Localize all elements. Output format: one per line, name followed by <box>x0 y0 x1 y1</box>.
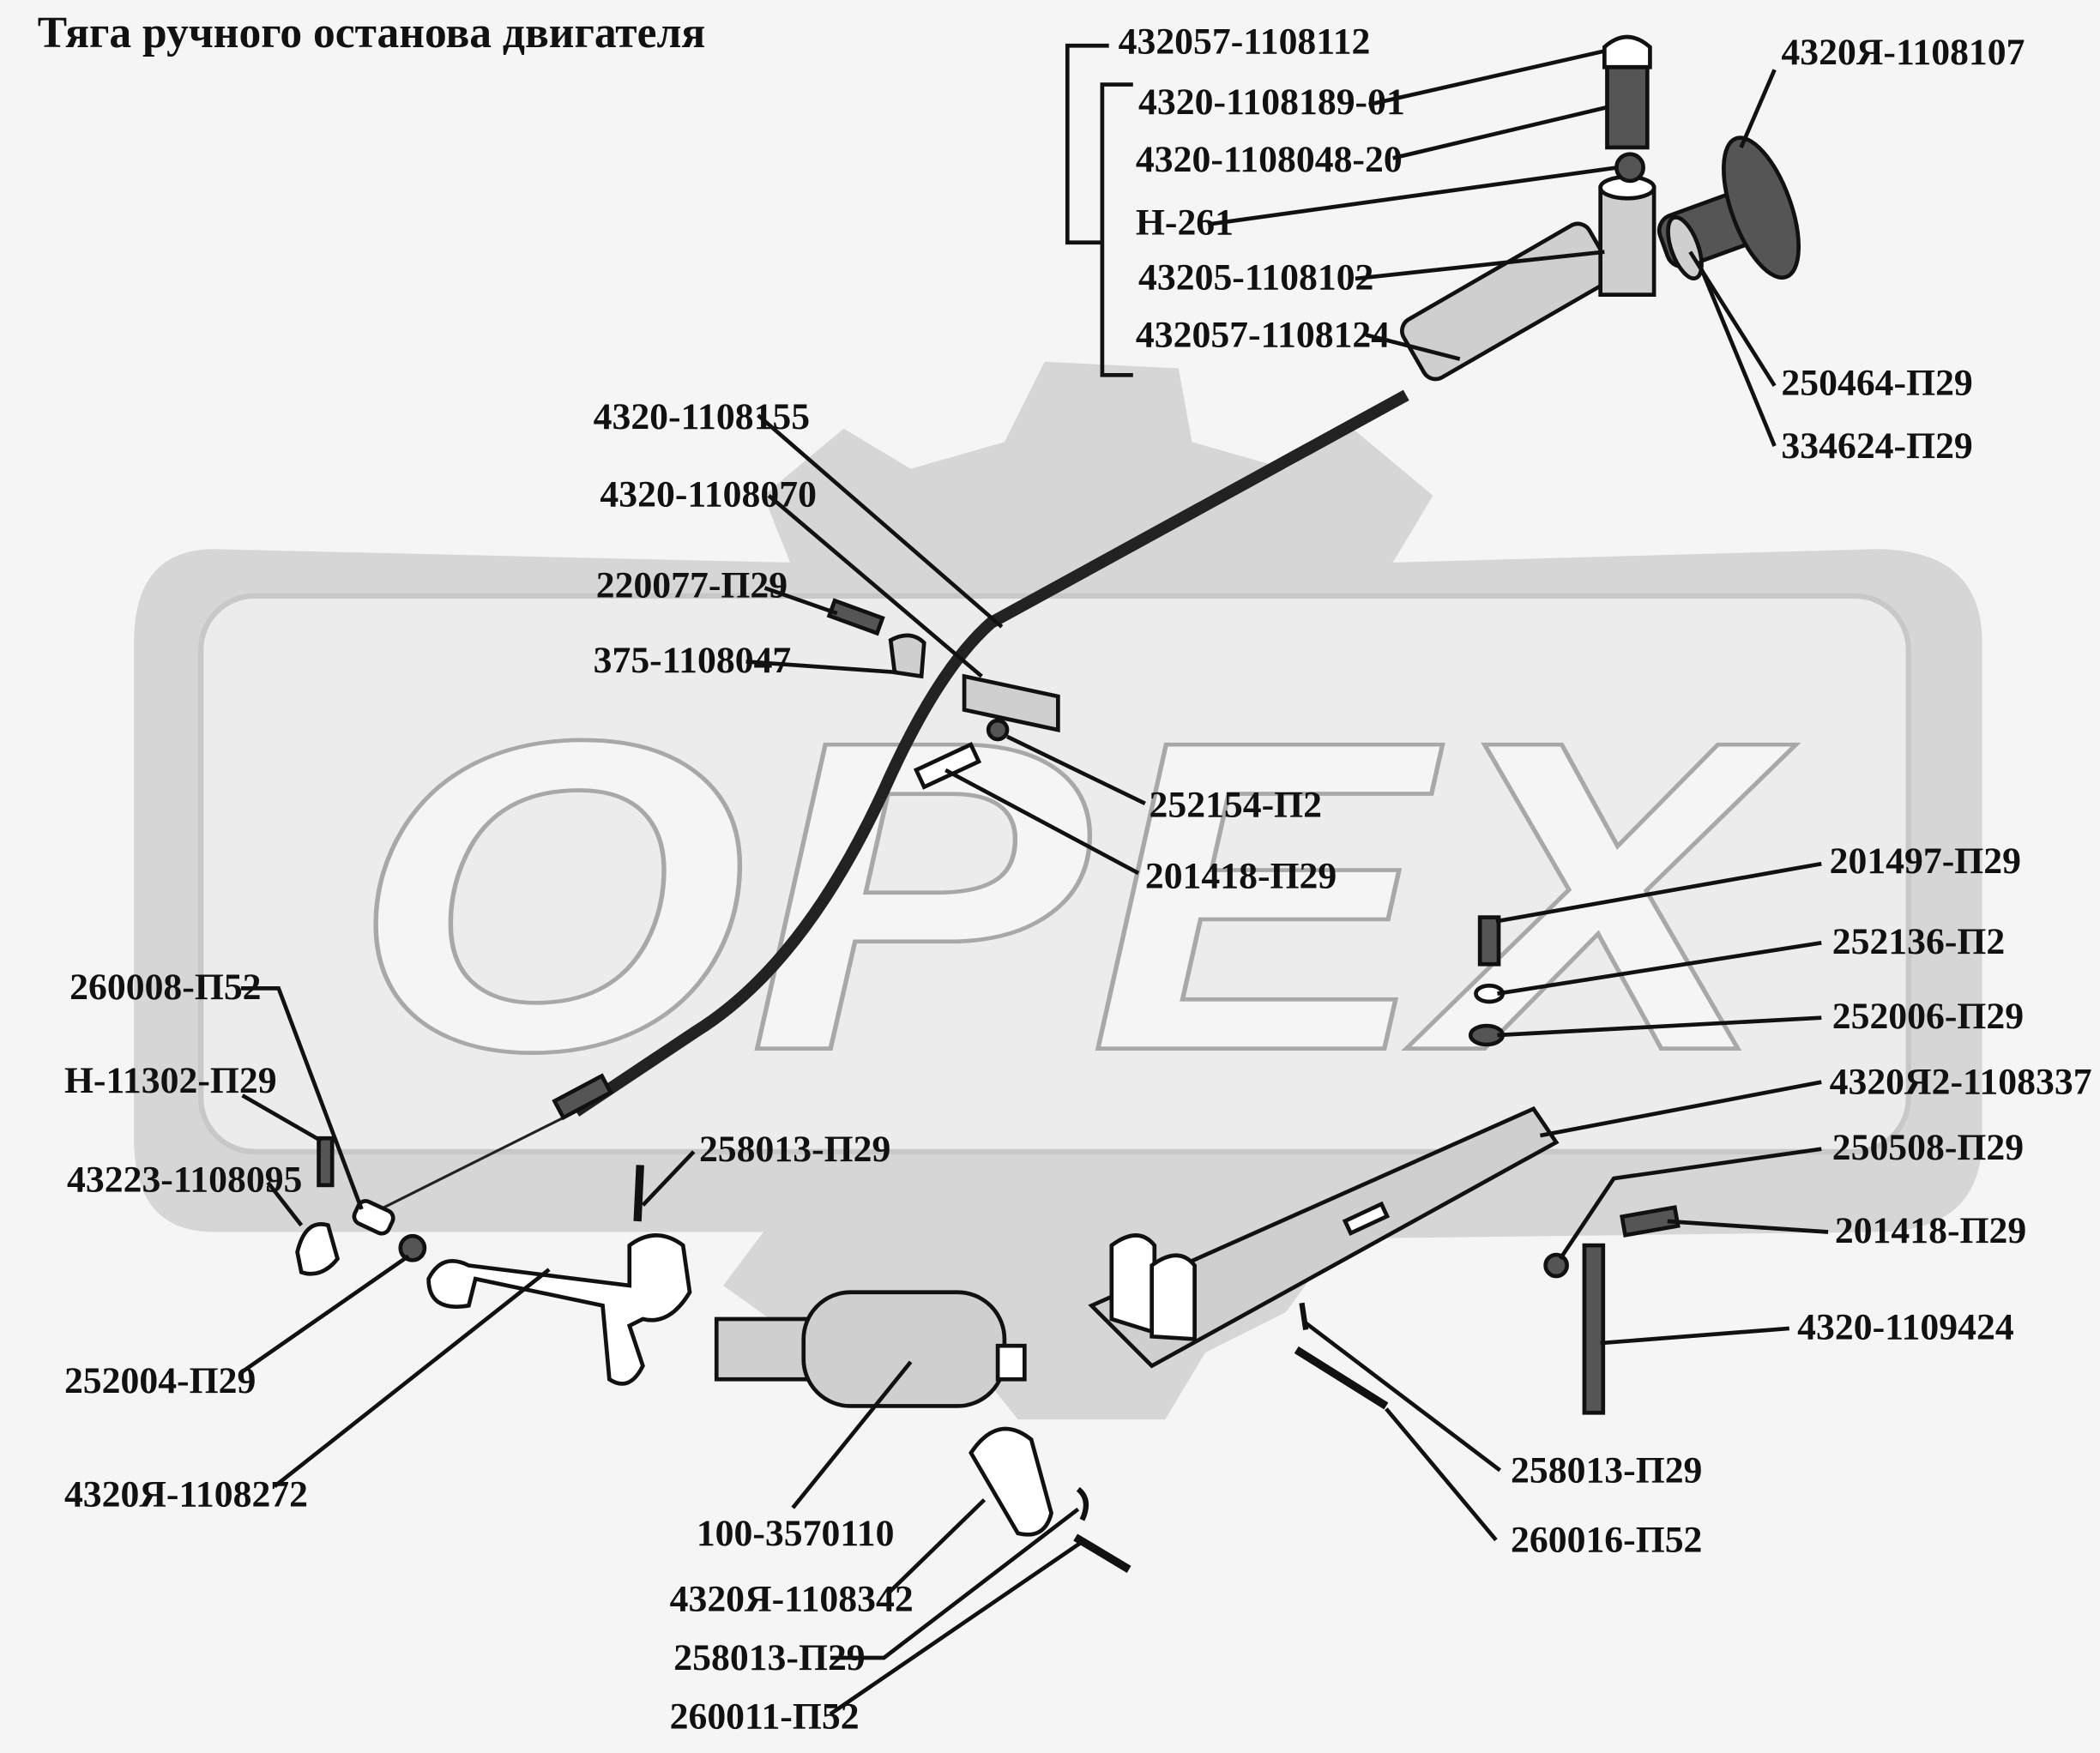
label-201418-P29-b: 201418-П29 <box>1835 1210 2026 1251</box>
watermark-text: ОРЕХ <box>351 650 1797 1143</box>
handle-assembly <box>1400 34 1801 382</box>
cap <box>1602 34 1652 69</box>
screw-H11302 <box>317 1136 335 1188</box>
label-252136-P2: 252136-П2 <box>1832 921 2006 962</box>
ball <box>1614 152 1645 184</box>
label-252006-P29: 252006-П29 <box>1832 996 2024 1037</box>
label-258013-P29-a: 258013-П29 <box>699 1129 890 1170</box>
cable-ferrule <box>552 1073 614 1121</box>
label-260016-P52: 260016-П52 <box>1511 1520 1702 1561</box>
solenoid-tab <box>995 1343 1027 1382</box>
bolt-201418b <box>1620 1205 1681 1238</box>
clamp-plate <box>962 673 1060 732</box>
label-H-11302-P29: Н-11302-П29 <box>64 1060 277 1101</box>
lever-ear-left <box>1109 1233 1157 1335</box>
cotter-258013a <box>633 1165 644 1222</box>
label-4320YA-1108272: 4320Я-1108272 <box>64 1474 308 1515</box>
cotter-258013c <box>1076 1486 1089 1521</box>
lever-plate <box>1088 1105 1560 1369</box>
cable-sheath <box>572 389 1409 1117</box>
label-375-1108047: 375-1108047 <box>594 640 792 681</box>
label-250464-P29: 250464-П29 <box>1781 363 1972 404</box>
label-4320-1109424: 4320-1109424 <box>1797 1306 2014 1347</box>
guide-tube <box>1400 221 1614 382</box>
label-252004-P29: 252004-П29 <box>64 1360 256 1401</box>
pin-260016 <box>1294 1346 1389 1410</box>
spring-4320-1109424 <box>1582 1243 1606 1415</box>
label-252154-P2: 252154-П2 <box>1150 785 1323 826</box>
label-4320-1108155: 4320-1108155 <box>594 396 811 437</box>
label-432057-1108124: 432057-1108124 <box>1136 315 1390 356</box>
handle-body <box>1598 185 1656 297</box>
brace-outer <box>1065 43 1109 245</box>
clamp-bracket <box>826 598 1060 790</box>
label-432057-1108112: 432057-1108112 <box>1119 21 1371 63</box>
bracket-4320YA-1108272 <box>426 1233 692 1386</box>
clamp-43223 <box>295 1222 341 1276</box>
label-201418-P29-a: 201418-П29 <box>1145 855 1337 896</box>
solenoid-plunger <box>714 1316 819 1382</box>
label-43223-1108095: 43223-1108095 <box>67 1160 302 1201</box>
nut-250508 <box>1543 1252 1569 1279</box>
label-4320-1108070: 4320-1108070 <box>600 473 817 515</box>
label-220077-P29: 220077-П29 <box>596 564 788 605</box>
part-labels: 432057-1108112 4320-1108189-01 4320-1108… <box>64 21 2092 1738</box>
label-250508-P29: 250508-П29 <box>1832 1127 2024 1168</box>
brace-inner <box>1100 82 1133 377</box>
label-100-3570110: 100-3570110 <box>697 1513 895 1554</box>
label-201497-P29: 201497-П29 <box>1830 840 2021 882</box>
leader-lines <box>239 43 1829 1716</box>
label-4320YA-1108342: 4320Я-1108342 <box>670 1578 914 1619</box>
label-43205-1108102: 43205-1108102 <box>1138 256 1373 298</box>
lever-slot <box>1342 1201 1391 1236</box>
clip <box>888 633 926 679</box>
label-4320YA-1108107: 4320Я-1108107 <box>1781 32 2025 73</box>
label-4320-1108048-20: 4320-1108048-20 <box>1136 139 1403 180</box>
lever-ear-right <box>1150 1253 1197 1341</box>
handle-washer <box>1666 215 1704 280</box>
label-260008-P52: 260008-П52 <box>69 967 261 1008</box>
label-260011-P52: 260011-П52 <box>670 1696 860 1738</box>
bolt-201497 <box>1477 915 1501 967</box>
label-H-261: Н-261 <box>1136 202 1234 243</box>
cotter-258013b <box>1299 1302 1309 1330</box>
label-334624-P29: 334624-П29 <box>1781 425 1972 467</box>
pin-260008 <box>352 1199 395 1236</box>
label-258013-P29-c: 258013-П29 <box>673 1637 865 1678</box>
watermark-plate <box>198 593 1911 1154</box>
washer-252154 <box>986 718 1010 742</box>
solenoid <box>714 1290 1027 1408</box>
watermark: ОРЕХ <box>134 361 1982 1420</box>
label-4320-1108189-01: 4320-1108189-01 <box>1138 81 1405 123</box>
screw-220077 <box>826 598 885 636</box>
page-title: Тяга ручного останова двигателя <box>38 9 706 57</box>
lever-bar <box>1088 1105 1560 1369</box>
plate-4320YA-1108342 <box>969 1426 1053 1537</box>
label-258013-P29-b: 258013-П29 <box>1511 1449 1702 1491</box>
cable-wire <box>360 1110 577 1220</box>
spring <box>1605 64 1650 150</box>
washer-252004 <box>398 1233 427 1262</box>
label-4320YA2-1108337: 4320Я2-1108337 <box>1830 1062 2092 1103</box>
handle-knob <box>1722 136 1801 280</box>
solenoid-body <box>801 1290 1007 1408</box>
